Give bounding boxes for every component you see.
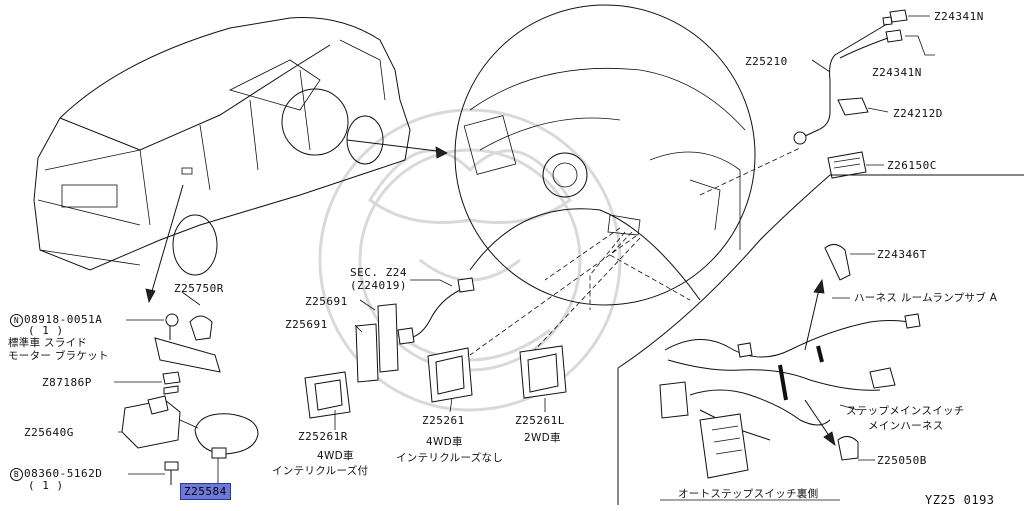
nut-symbol-icon: N <box>10 314 23 327</box>
magnified-dashboard <box>454 4 756 306</box>
figure-code: YZ25 0193 <box>925 493 995 507</box>
label-z25584-highlighted[interactable]: Z25584 <box>180 483 231 500</box>
switch-assemblies <box>304 277 567 419</box>
callout-circle-small <box>281 88 349 156</box>
note-motor-bracket: モーター ブラケット <box>8 350 109 362</box>
harness-z25210 <box>793 9 908 179</box>
label-z25640g: Z25640G <box>24 426 74 439</box>
bolt-symbol-icon: B <box>10 468 23 481</box>
label-z25261: Z25261 <box>422 414 465 427</box>
label-auto-step-switch-back: オートステップスイッチ裏側 <box>678 488 819 500</box>
note-z25261r-intelli: インテリクルーズ付 <box>272 465 369 477</box>
harness-assembly-detail <box>659 244 921 479</box>
label-sec-z24: SEC. Z24 <box>350 266 407 279</box>
label-bolt-qty: ( 1 ) <box>28 479 64 492</box>
label-sec-z24019: (Z24019) <box>350 279 407 292</box>
label-z25050b: Z25050B <box>877 454 927 467</box>
label-z87186p: Z87186P <box>42 376 92 389</box>
note-z25261r-4wd: 4WD車 <box>317 450 354 462</box>
detail-arrowhead <box>145 288 156 304</box>
label-z25750r: Z25750R <box>174 282 224 295</box>
label-z24346t: Z24346T <box>877 248 927 261</box>
detail-arrow <box>149 184 184 299</box>
label-z25261l: Z25261L <box>515 414 565 427</box>
label-harness-room-lamp-sub-a: ハーネス ルームランプサブ A <box>854 292 998 304</box>
label-z24341n-top: Z24341N <box>934 10 984 23</box>
label-z24341n-bottom: Z24341N <box>872 66 922 79</box>
step-motor-bracket-detail <box>121 313 259 485</box>
label-step-main-switch: ステップメインスイッチ <box>846 405 965 417</box>
note-std-car-slide: 標準車 スライド <box>8 337 88 349</box>
note-z25261l-2wd: 2WD車 <box>524 432 561 444</box>
label-z24212d: Z24212D <box>893 107 943 120</box>
label-z25691-b: Z25691 <box>285 318 328 331</box>
callout-arrowhead <box>435 146 448 159</box>
label-z25261r: Z25261R <box>298 430 348 443</box>
callout-arrow <box>346 139 446 153</box>
vehicle-illustration <box>33 17 411 276</box>
label-z26150c: Z26150C <box>887 159 937 172</box>
note-z25261-4wd: 4WD車 <box>426 436 463 448</box>
label-z25691-a: Z25691 <box>305 295 348 308</box>
label-main-harness: メインハーネス <box>868 420 944 432</box>
note-z25261-intelli: インテリクルーズなし <box>396 452 504 464</box>
label-nut-qty: ( 1 ) <box>28 324 64 337</box>
inset-panel-border <box>617 174 1024 505</box>
label-z25210: Z25210 <box>745 55 788 68</box>
